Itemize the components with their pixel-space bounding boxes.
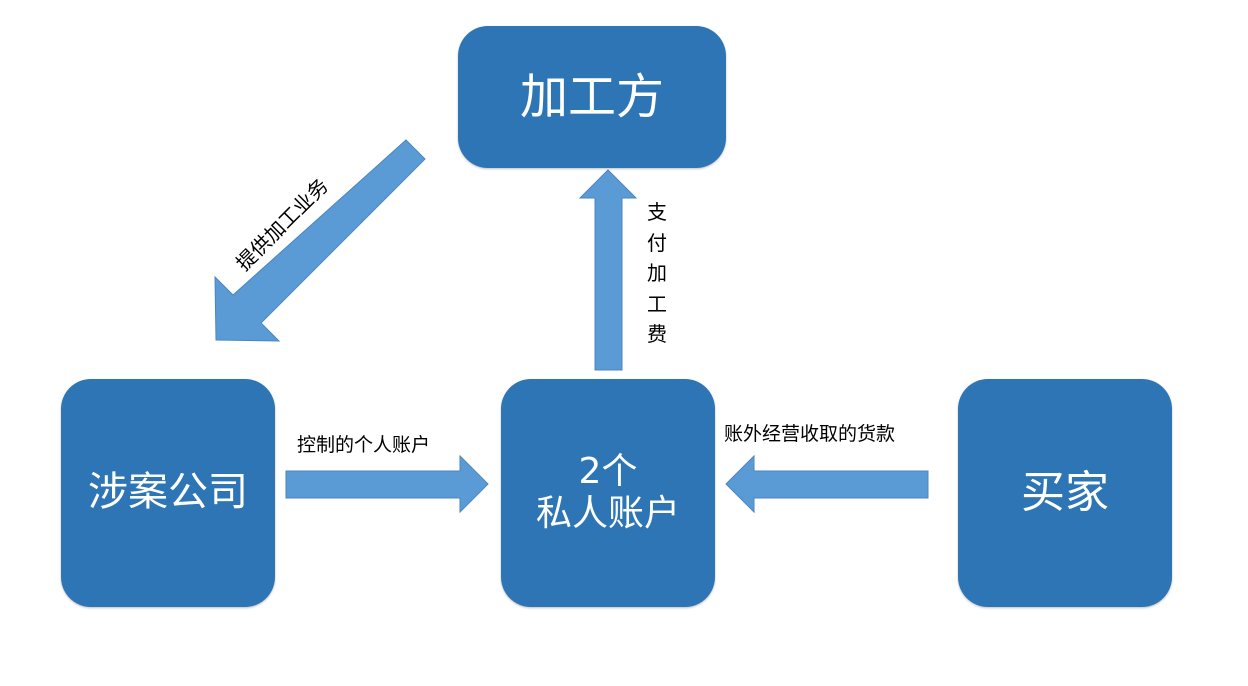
node-processor: 加工方 [458,26,726,168]
arrow-company-to-accounts [285,454,489,514]
node-processor-label: 加工方 [519,68,664,125]
edge-label-pay-processing-fee: 支付加工费 [647,200,667,346]
node-company-label: 涉案公司 [88,469,248,516]
arrow-processor-to-company [214,139,426,342]
node-private-accounts: 2个 私人账户 [501,379,715,607]
node-buyer: 买家 [958,379,1172,607]
arrow-buyer-to-accounts [725,454,929,514]
arrow-accounts-to-processor [578,169,638,371]
node-accounts-line2: 私人账户 [535,493,680,534]
node-company: 涉案公司 [61,379,275,607]
edge-label-off-book-payments: 账外经营收取的货款 [724,423,896,445]
node-buyer-label: 买家 [1021,467,1109,519]
node-accounts-line1: 2个 [578,450,638,492]
edge-label-controlled-accounts: 控制的个人账户 [297,434,431,456]
